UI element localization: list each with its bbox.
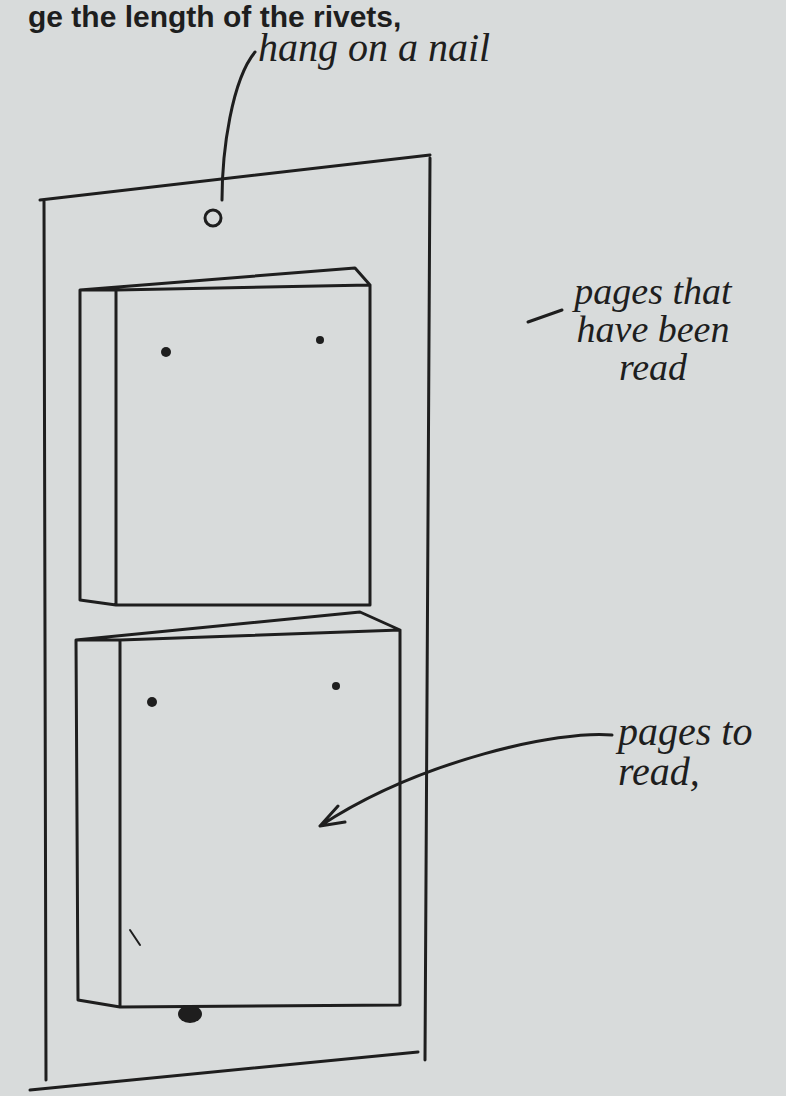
rivet [332,682,340,690]
rivet [316,336,324,344]
lower-box [76,612,400,1007]
pen-mark [130,930,140,945]
leader-arrow [320,734,612,826]
nail-hole [205,210,221,226]
rivet [161,347,171,357]
rivet-head [178,1005,202,1023]
board-outline [30,155,430,1090]
rivet [147,697,157,707]
callout-label: hang on a nail [258,28,678,68]
leader-tick [528,310,562,322]
callout-label: pages to read, [618,712,778,792]
callout-label: pages that have been read [568,272,738,386]
upper-box [80,268,370,605]
leader-line [222,52,255,200]
